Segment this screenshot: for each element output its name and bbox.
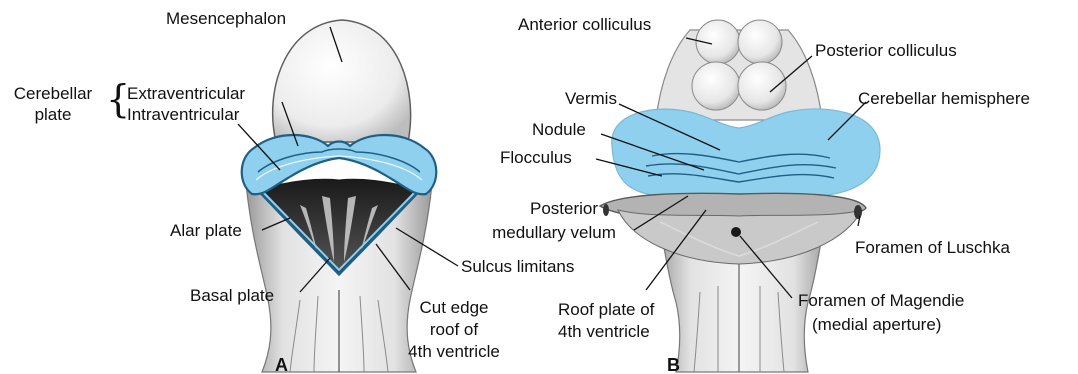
label-posterior-medullary-velum-line2: medullary velum — [474, 223, 634, 242]
label-roof-plate-line2: 4th ventricle — [558, 322, 650, 341]
label-vermis: Vermis — [565, 89, 617, 108]
label-cerebellar-plate-line2: plate — [4, 105, 102, 124]
label-sulcus-limitans: Sulcus limitans — [461, 257, 574, 276]
label-anterior-colliculus: Anterior colliculus — [518, 15, 651, 34]
label-cerebellar-plate-line1: Cerebellar — [4, 84, 102, 103]
label-foramen-of-luschka: Foramen of Luschka — [855, 238, 1010, 257]
label-posterior-medullary-velum-line1: Posterior — [494, 199, 634, 218]
label-alar-plate: Alar plate — [170, 221, 242, 240]
label-cut-edge-line1: Cut edge — [374, 298, 534, 317]
label-foramen-of-magendie-line1: Foramen of Magendie — [798, 291, 964, 310]
label-extraventricular: Extraventricular — [127, 84, 245, 103]
panel-letter-a: A — [275, 355, 288, 374]
label-posterior-colliculus: Posterior colliculus — [815, 41, 957, 60]
label-basal-plate: Basal plate — [190, 286, 274, 305]
label-cerebellar-hemisphere: Cerebellar hemisphere — [858, 89, 1030, 108]
label-intraventricular: Intraventricular — [127, 105, 239, 124]
label-cut-edge-line2: roof of — [374, 320, 534, 339]
label-roof-plate-line1: Roof plate of — [558, 300, 654, 319]
label-flocculus: Flocculus — [500, 148, 572, 167]
panel-letter-b: B — [667, 355, 680, 374]
label-mesencephalon: Mesencephalon — [166, 9, 286, 28]
label-nodule: Nodule — [532, 120, 586, 139]
label-cut-edge-line3: 4th ventricle — [374, 342, 534, 361]
label-foramen-of-magendie-line2: (medial aperture) — [812, 315, 941, 334]
